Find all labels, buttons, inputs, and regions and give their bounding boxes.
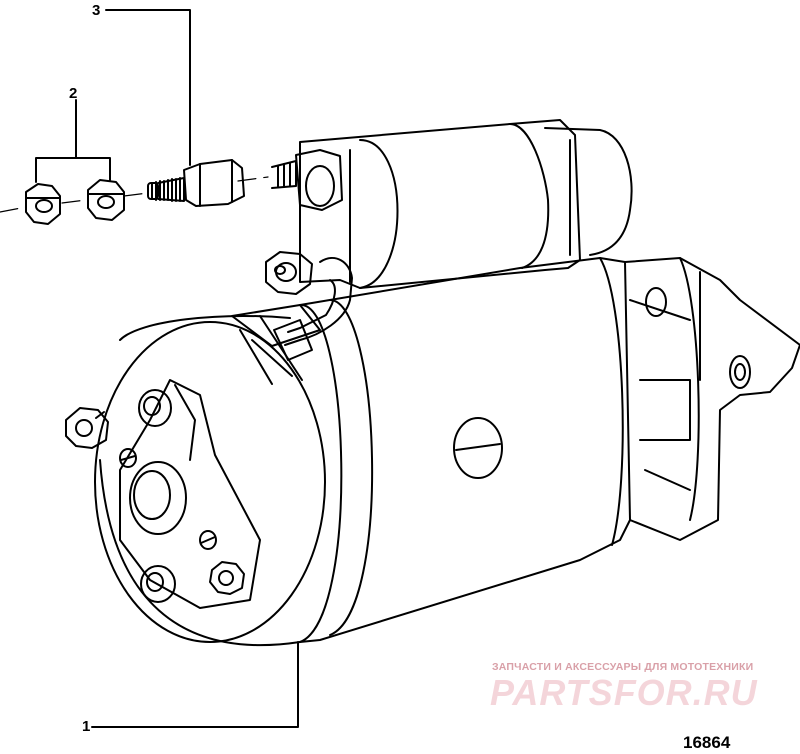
callout-label-3: 3 bbox=[92, 2, 101, 19]
field-cable-strap bbox=[273, 257, 353, 361]
solenoid-lower-terminal-nut bbox=[265, 251, 313, 295]
mounting-hole-lower bbox=[729, 355, 751, 389]
solenoid-terminal-stud bbox=[271, 149, 343, 211]
mounting-hole-upper bbox=[645, 287, 667, 317]
end-cap-screw-left bbox=[119, 448, 137, 468]
figure-number: 16864 bbox=[683, 733, 731, 752]
drive-end-housing bbox=[624, 257, 800, 541]
callout-leader-3 bbox=[105, 9, 191, 166]
assembly-axis-line bbox=[0, 176, 269, 213]
inspection-plug bbox=[453, 417, 503, 479]
end-cap-screw-right bbox=[199, 530, 217, 550]
callout-label-2: 2 bbox=[69, 85, 78, 102]
motor-yoke bbox=[299, 257, 631, 643]
hex-nut-1 bbox=[25, 183, 61, 225]
end-cap-bolt-bottom bbox=[140, 565, 176, 603]
end-cap-small-nut bbox=[209, 561, 245, 595]
callout-label-1: 1 bbox=[82, 718, 91, 735]
watermark-logo: PARTSFOR.RU bbox=[490, 672, 758, 713]
commutator-end-cap bbox=[94, 304, 326, 647]
end-cap-bracket bbox=[119, 379, 261, 609]
end-cap-terminal-nut bbox=[65, 407, 109, 449]
bearing-boss bbox=[129, 461, 187, 535]
end-cap-bolt-top bbox=[138, 389, 172, 427]
solenoid-body bbox=[299, 119, 633, 289]
callout-leader-2 bbox=[35, 99, 111, 183]
hex-nut-2 bbox=[87, 179, 125, 221]
threaded-adaptor-stud bbox=[147, 159, 245, 207]
callout-leader-1 bbox=[91, 641, 299, 728]
watermark-caption: ЗАПЧАСТИ И АКСЕССУАРЫ ДЛЯ МОТОТЕХНИКИ bbox=[492, 661, 754, 673]
